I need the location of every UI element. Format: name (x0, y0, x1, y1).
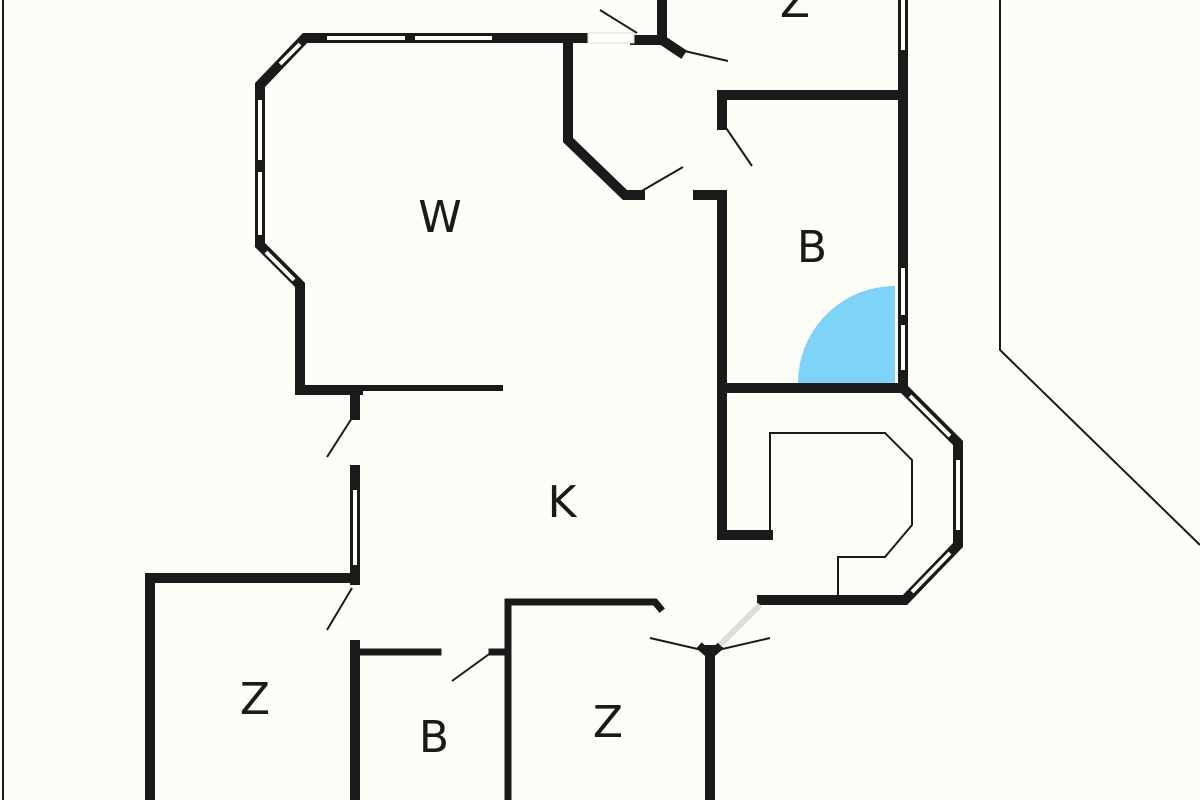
room-label-z-left: Z (240, 674, 270, 725)
room-label-k: K (548, 477, 578, 528)
site-boundary-right (999, 0, 1200, 546)
room-label-b-right: B (797, 222, 827, 273)
shower-area (798, 286, 895, 383)
interior-walls (350, 40, 908, 800)
windows (258, 0, 960, 594)
room-label-z-top: Z (780, 0, 810, 28)
room-label-b-bottom: B (419, 712, 449, 763)
kitchen-counter (769, 432, 913, 600)
room-label-z-bottom: Z (593, 697, 623, 748)
exterior-walls (145, 0, 963, 800)
room-label-w: W (418, 192, 462, 243)
door-swings (326, 9, 771, 682)
